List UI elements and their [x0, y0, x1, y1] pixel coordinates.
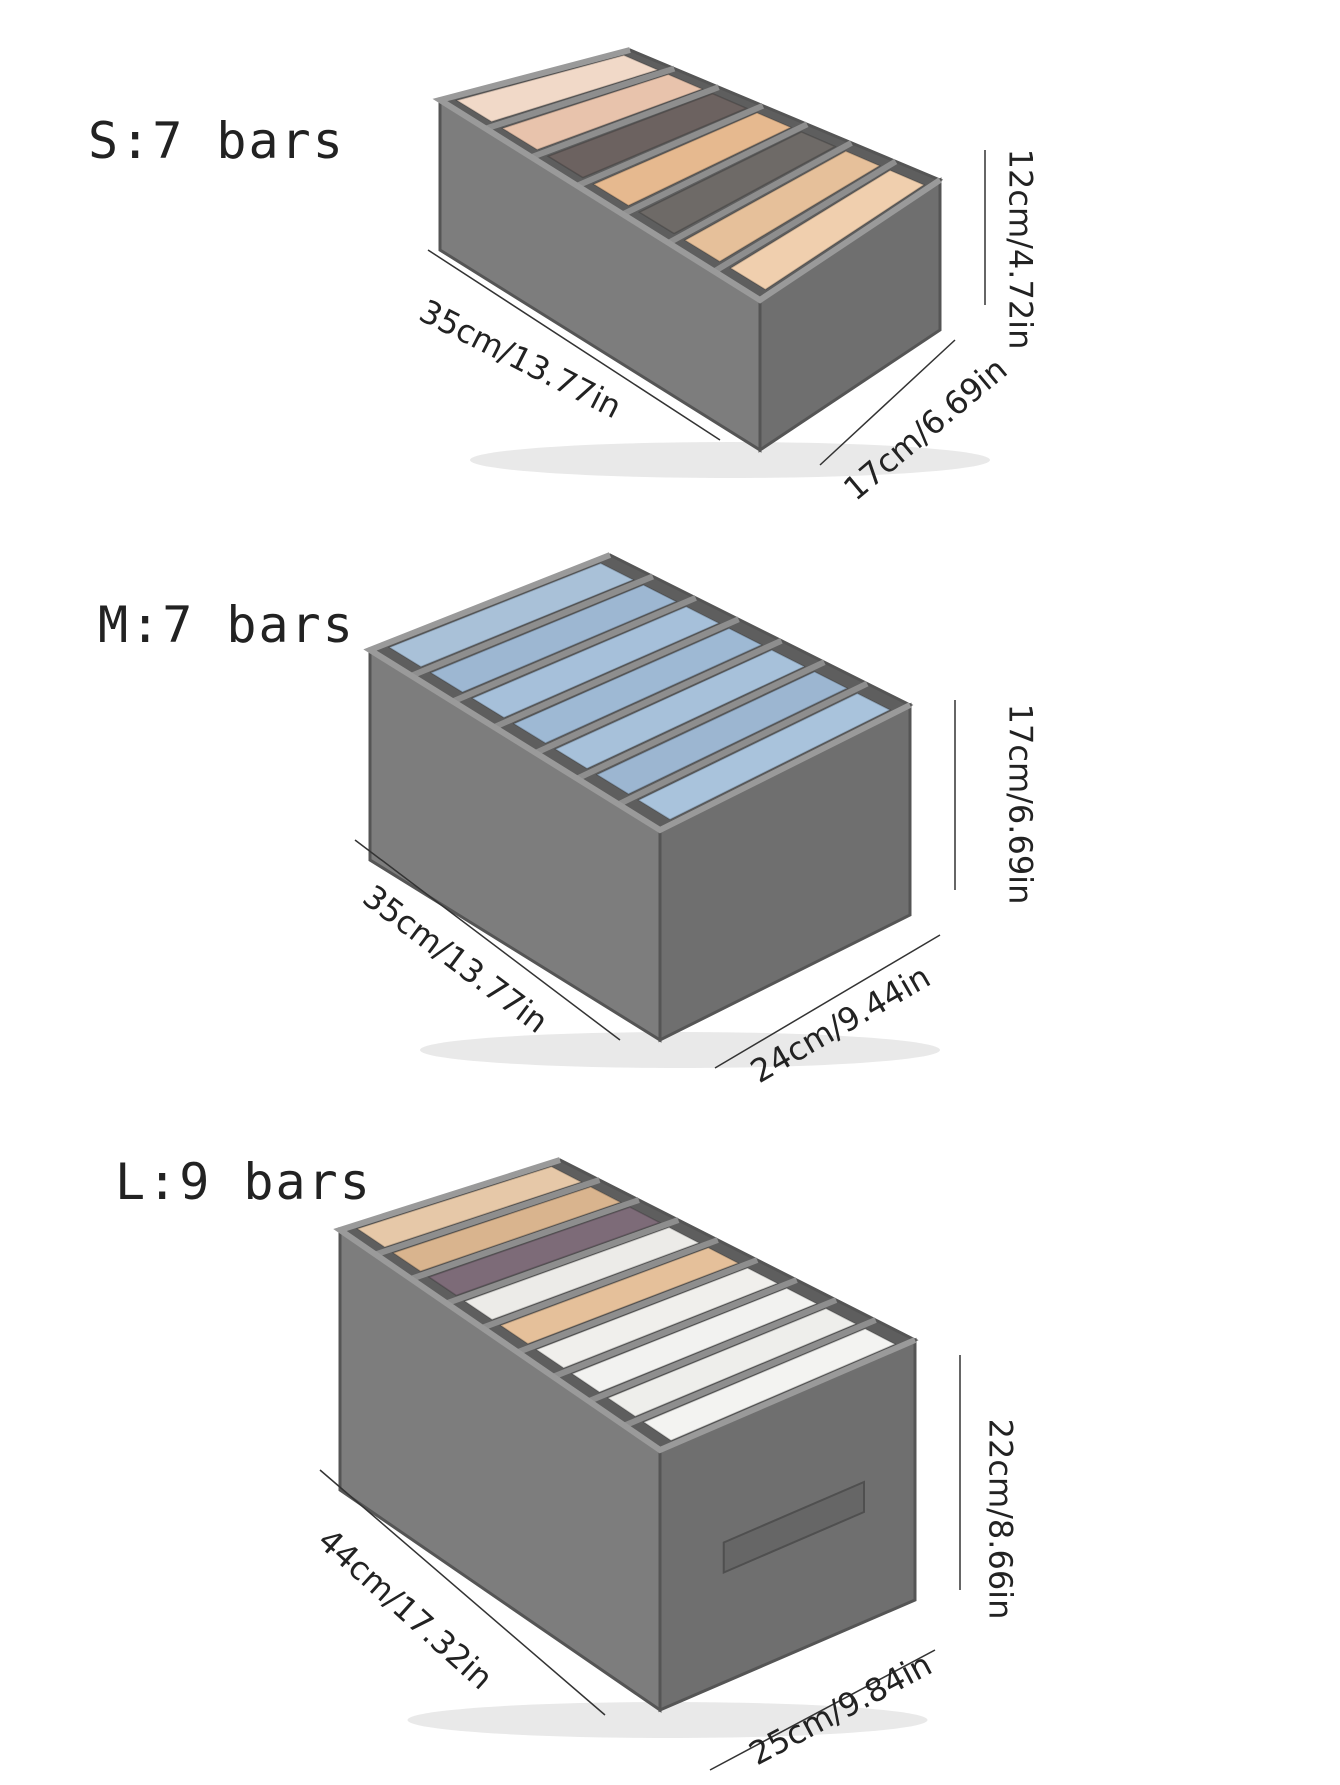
dimension-line	[427, 249, 721, 441]
box-rim	[432, 47, 942, 304]
divider-bar	[484, 65, 676, 132]
folded-clothing	[391, 1186, 623, 1273]
folded-clothing	[606, 1307, 858, 1418]
dim-height-m: 17cm/6.69in	[1001, 703, 1040, 905]
divider-bar	[445, 1217, 680, 1307]
divider-bar	[481, 1237, 719, 1331]
dimension-line	[709, 1649, 936, 1771]
divider-bar	[552, 1277, 798, 1380]
dimension-line	[714, 934, 941, 1069]
folded-clothing	[592, 111, 793, 207]
folded-clothing	[642, 1327, 897, 1442]
divider-bar	[621, 121, 809, 217]
divider-bar	[712, 158, 898, 274]
size-label-s: S:7 bars	[88, 112, 345, 170]
dimension-line	[354, 839, 621, 1041]
divider-bar	[410, 1197, 640, 1282]
folded-clothing	[636, 692, 892, 821]
divider-bar	[575, 659, 826, 782]
divider-bar	[534, 637, 783, 756]
folded-clothing	[729, 169, 926, 291]
divider-bar	[516, 1257, 759, 1356]
dim-height-l: 22cm/8.66in	[981, 1418, 1020, 1620]
box-shadow	[420, 1032, 940, 1068]
divider-bar	[493, 616, 740, 730]
box-rim	[333, 1157, 917, 1454]
folded-clothing	[683, 150, 882, 263]
divider-bar	[623, 1317, 877, 1429]
folded-clothing	[512, 627, 764, 744]
folded-clothing	[429, 584, 678, 694]
size-label-l: L:9 bars	[115, 1153, 372, 1211]
divider-bar	[587, 1297, 838, 1404]
box-shadow	[407, 1702, 928, 1738]
dim-height-s: 12cm/4.72in	[1001, 148, 1040, 350]
divider-bar	[374, 1177, 601, 1258]
box-rim	[363, 552, 912, 834]
folded-clothing	[470, 605, 721, 719]
divider-bar	[410, 573, 654, 679]
size-label-m: M:7 bars	[98, 596, 355, 654]
folded-clothing	[637, 131, 837, 235]
divider-bar	[451, 595, 697, 705]
divider-bar	[667, 140, 853, 246]
folded-clothing	[463, 1226, 701, 1321]
box-shadow	[470, 442, 990, 478]
folded-clothing	[570, 1287, 819, 1393]
handle-pocket	[722, 1480, 865, 1575]
folded-clothing	[500, 73, 705, 151]
folded-clothing	[427, 1206, 662, 1297]
dimension-line	[819, 339, 956, 466]
divider-bar	[575, 102, 765, 189]
divider-bar	[530, 84, 720, 160]
folded-clothing	[355, 1165, 584, 1248]
folded-clothing	[499, 1246, 740, 1345]
folded-clothing	[553, 649, 807, 770]
dimension-line	[319, 1469, 606, 1716]
folded-clothing	[595, 670, 849, 795]
folded-clothing	[454, 54, 660, 123]
folded-clothing	[534, 1267, 780, 1369]
folded-clothing	[387, 562, 636, 668]
folded-clothing	[546, 92, 749, 179]
divider-bar	[617, 680, 869, 807]
